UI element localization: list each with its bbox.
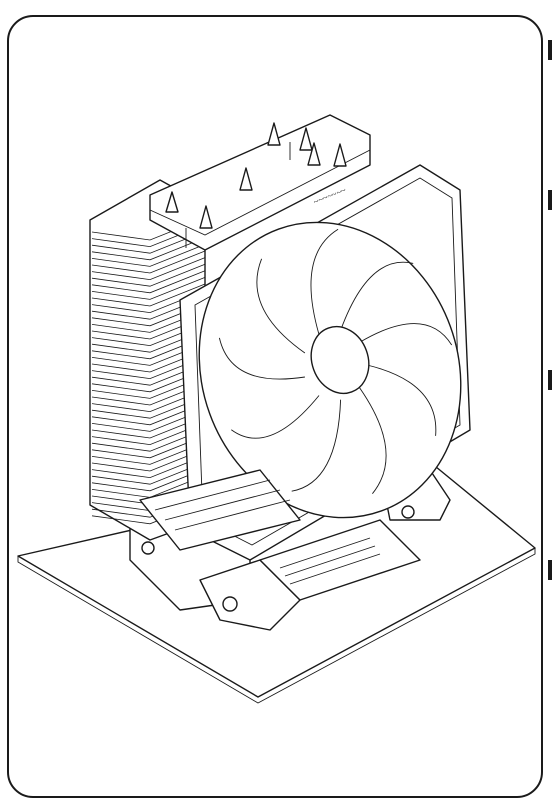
edge-marker-1 — [548, 40, 552, 60]
fan-blade — [359, 323, 453, 346]
fan-blade — [310, 228, 339, 335]
fan-blade — [359, 387, 387, 494]
fan-blade — [218, 337, 305, 380]
heatsink-fin — [91, 244, 206, 267]
heatsink-fin — [91, 237, 206, 261]
fan-blade — [256, 258, 306, 354]
fan-blade — [231, 395, 320, 439]
edge-marker-3 — [548, 370, 552, 390]
heatsink-fin — [91, 468, 206, 492]
heatsink-fin — [91, 270, 206, 294]
cooler-base — [139, 469, 301, 551]
heatsink-fin — [91, 277, 206, 300]
screw-icon — [141, 541, 155, 555]
fan-blade — [366, 364, 437, 436]
screw-icon — [222, 596, 238, 612]
heatsink-fin — [91, 461, 206, 485]
heatpipe-tips — [165, 122, 347, 248]
edge-marker-4 — [548, 560, 552, 580]
screw-icon — [401, 505, 415, 519]
page-edge-markers — [548, 40, 552, 600]
fan-rotor — [198, 221, 462, 519]
heatsink-fin — [91, 283, 206, 307]
edge-marker-2 — [548, 190, 552, 210]
heatsink-fin — [91, 263, 206, 287]
fan-blade — [340, 261, 414, 331]
fan-hub — [310, 325, 370, 395]
heatsink-fin — [91, 250, 206, 274]
heatsink-fin — [91, 257, 206, 281]
fan-blade — [291, 399, 342, 492]
